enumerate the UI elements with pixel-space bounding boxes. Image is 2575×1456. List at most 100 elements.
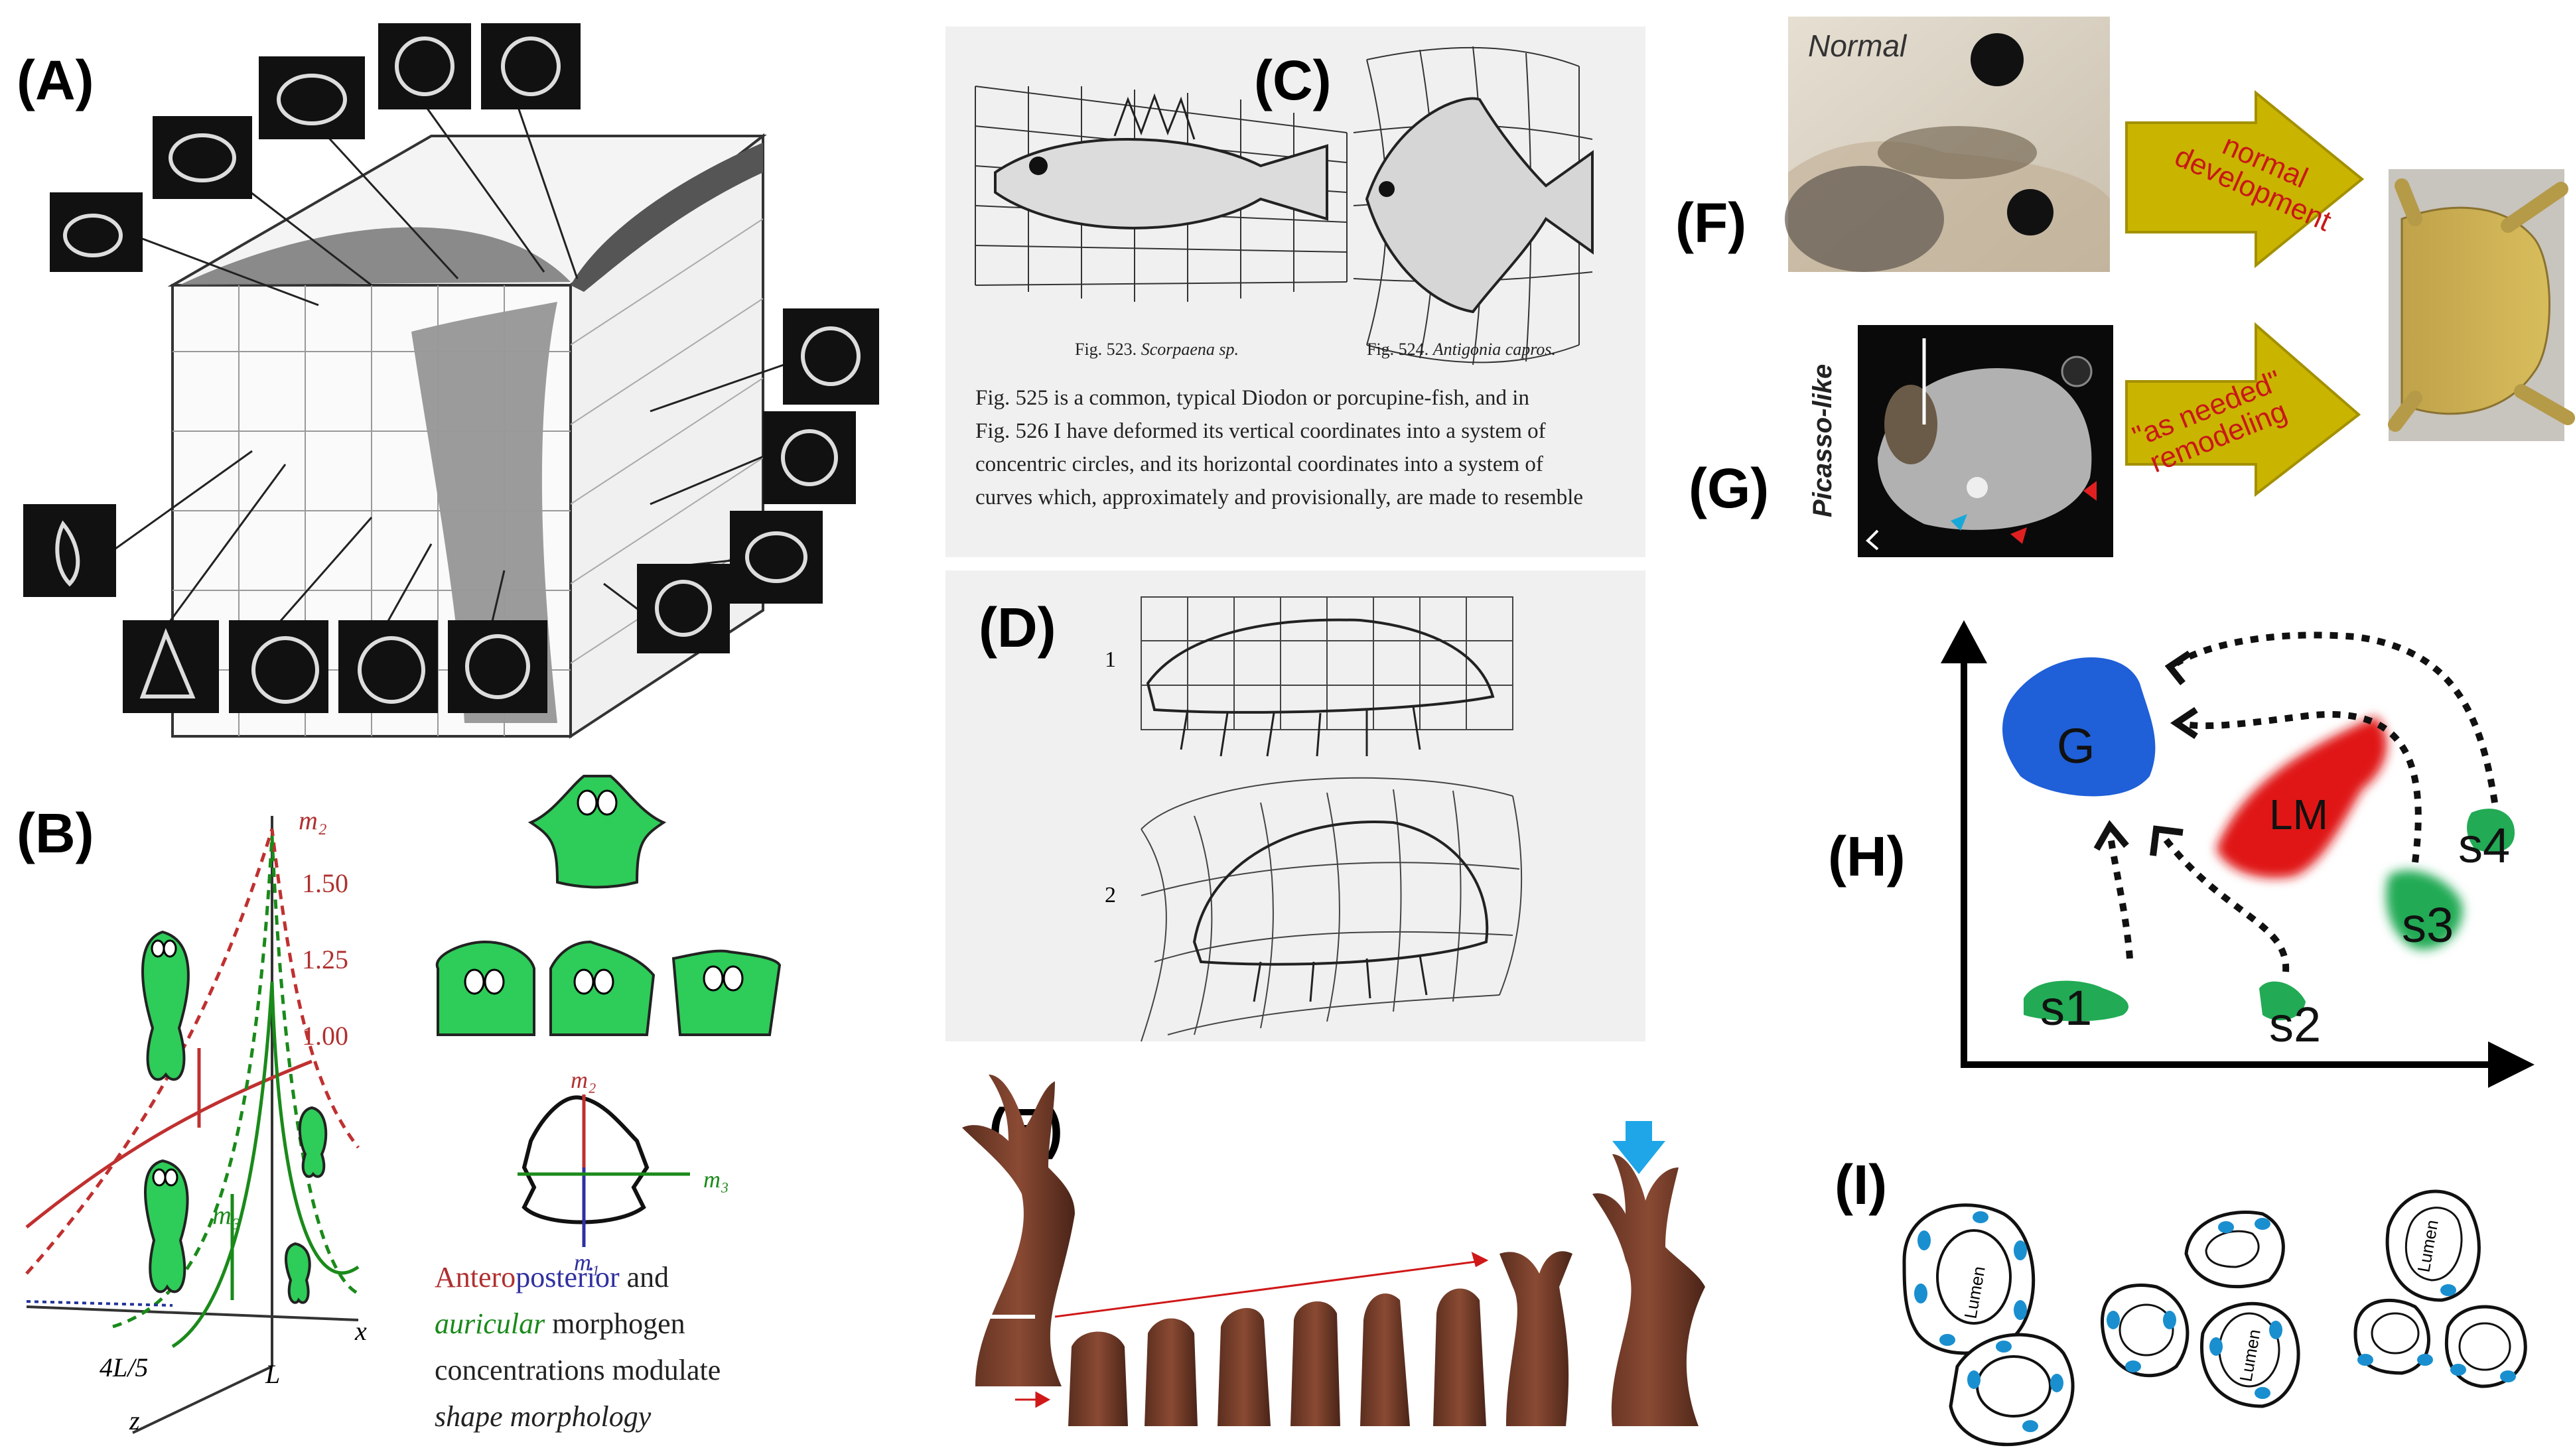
scorpaena-fish	[994, 93, 1328, 230]
connector-lines	[112, 86, 803, 628]
axis-x-label: x	[354, 1316, 367, 1346]
tick-1-00: 1.00	[302, 1021, 348, 1051]
panel-d: (D) 1 2	[945, 570, 1645, 1042]
amphipod-1	[1146, 618, 1495, 757]
diagram-m2-label: m₂	[571, 1067, 596, 1093]
planarian-eyes	[151, 789, 744, 1187]
panel-h: (H) G LM s1 s2 s3 s4	[1828, 620, 2535, 1088]
panel-f: (F) Normal normal development	[1675, 17, 2575, 441]
shell-thumbnail	[481, 23, 581, 109]
tick-1-25: 1.25	[302, 945, 348, 974]
attractor-labels: G LM s1 s2 s3 s4	[2040, 718, 2510, 1052]
panel-i-label: (I)	[1835, 1154, 1887, 1216]
shell-thumbnail	[378, 23, 471, 109]
panel-c-label: (C)	[1254, 49, 1332, 111]
panel-d-background	[945, 570, 1645, 1041]
amphipod-2	[1192, 821, 1489, 1002]
panel-i: (I) Lumen	[1835, 1154, 2527, 1447]
axis-z-label: z	[129, 1406, 140, 1435]
blob-label-lm: LM	[2269, 791, 2328, 838]
figure-number-1: 1	[1105, 647, 1116, 672]
trajectory-arrowheads	[2093, 650, 2198, 856]
cell-group-2: Lumen	[2101, 1211, 2300, 1408]
trajectory-arrows	[2107, 631, 2498, 972]
panel-a-label: (A)	[17, 49, 94, 111]
shell-thumbnail	[153, 116, 252, 199]
caption-line-1: Anteroposterior and	[435, 1261, 669, 1293]
plot-axes	[26, 816, 359, 1434]
axis-m2-label: m₂	[299, 805, 327, 835]
text-line: Fig. 525 is a common, typical Diodon or …	[975, 386, 1529, 410]
regeneration-arrows	[1015, 1252, 1489, 1408]
stage	[1433, 1288, 1486, 1426]
morphogen-curves	[25, 828, 360, 1349]
blob-label-s1: s1	[2040, 980, 2092, 1035]
diagram-m1-label: m₁	[574, 1249, 600, 1276]
blob-label-g: G	[2057, 718, 2095, 773]
stage	[1218, 1307, 1271, 1426]
blue-down-arrow	[1612, 1121, 1665, 1174]
thompson-text: Fig. 525 is a common, typical Diodon or …	[975, 386, 1583, 509]
shell-thumbnail	[259, 56, 365, 139]
fig524-caption: Fig. 524. Antigonia capros.	[1367, 340, 1556, 359]
blob-label-s4: s4	[2458, 818, 2510, 873]
panel-e: (E)	[929, 1075, 1705, 1426]
tadpole-normal	[1785, 33, 2110, 272]
target-morphology-blob	[2002, 657, 2156, 797]
stage	[1290, 1301, 1340, 1426]
shell-thumbnail	[730, 511, 823, 604]
antigonia-fish	[1365, 97, 1594, 314]
shell-thumbnail	[229, 620, 328, 713]
caption-line-4: shape morphology	[435, 1400, 652, 1433]
panel-b-label: (B)	[17, 802, 94, 864]
fig523-caption: Fig. 523. Scorpaena sp.	[1075, 340, 1239, 359]
panel-f-label: (F)	[1675, 192, 1746, 254]
stage	[1360, 1293, 1410, 1426]
caption-line-3: concentrations modulate	[435, 1354, 721, 1386]
tick-4l5: 4L/5	[100, 1353, 148, 1382]
stage	[1499, 1251, 1572, 1426]
blob-label-s3: s3	[2402, 897, 2454, 953]
caption-line-2: auricular morphogen	[435, 1307, 685, 1340]
regeneration-stages	[1068, 1251, 1572, 1426]
text-line: curves which, approximately and provisio…	[975, 486, 1583, 509]
shell-thumbnail	[23, 504, 116, 597]
stage	[1145, 1318, 1198, 1426]
shell-thumbnail	[783, 308, 879, 405]
panel-h-label: (H)	[1828, 825, 1906, 888]
normal-development-arrow: normal development	[2125, 90, 2365, 269]
amphipod-grid-2	[1141, 777, 1523, 1042]
picasso-photo-label: Picasso-like	[1808, 364, 1837, 517]
attractor-blobs	[2002, 657, 2515, 1022]
shell-thumbnail	[637, 564, 730, 653]
panel-c: (C)	[945, 27, 1645, 557]
tick-l: L	[265, 1359, 280, 1389]
panel-b-caption: Anteroposterior and auricular morphogen …	[435, 1261, 721, 1433]
tick-1-50: 1.50	[302, 868, 348, 898]
s3-blob	[2386, 870, 2463, 950]
normal-photo-label: Normal	[1808, 29, 1908, 63]
as-needed-remodeling-arrow: "as needed" remodeling	[2125, 322, 2361, 497]
stage	[1068, 1331, 1128, 1426]
panel-g-label: (G)	[1689, 457, 1769, 519]
shell-thumbnail	[123, 620, 219, 713]
limb-right	[1592, 1154, 1705, 1426]
shell-thumbnail	[338, 620, 438, 713]
s1-blob	[2024, 980, 2129, 1022]
lm-blob	[2216, 716, 2387, 878]
shell-thumbnail	[50, 192, 143, 272]
shell-thumbnails	[23, 23, 879, 713]
shell-thumbnail	[763, 411, 856, 504]
panel-d-label: (D)	[979, 596, 1056, 659]
cell-group-3: Lumen	[2353, 1189, 2527, 1388]
shape-axes-diagram: m₂ m₃ m₁	[518, 1067, 729, 1276]
frog	[2388, 178, 2575, 432]
panel-g: (G) Picasso-like "as needed" remodeling	[1689, 322, 2361, 557]
s4-blob	[2467, 809, 2515, 852]
panel-a: (A)	[17, 23, 879, 739]
fish-grid-left	[975, 86, 1348, 302]
shell-thumbnail	[448, 620, 547, 713]
figure-number-2: 2	[1105, 883, 1116, 907]
diagram-m3-label: m₃	[703, 1166, 729, 1193]
